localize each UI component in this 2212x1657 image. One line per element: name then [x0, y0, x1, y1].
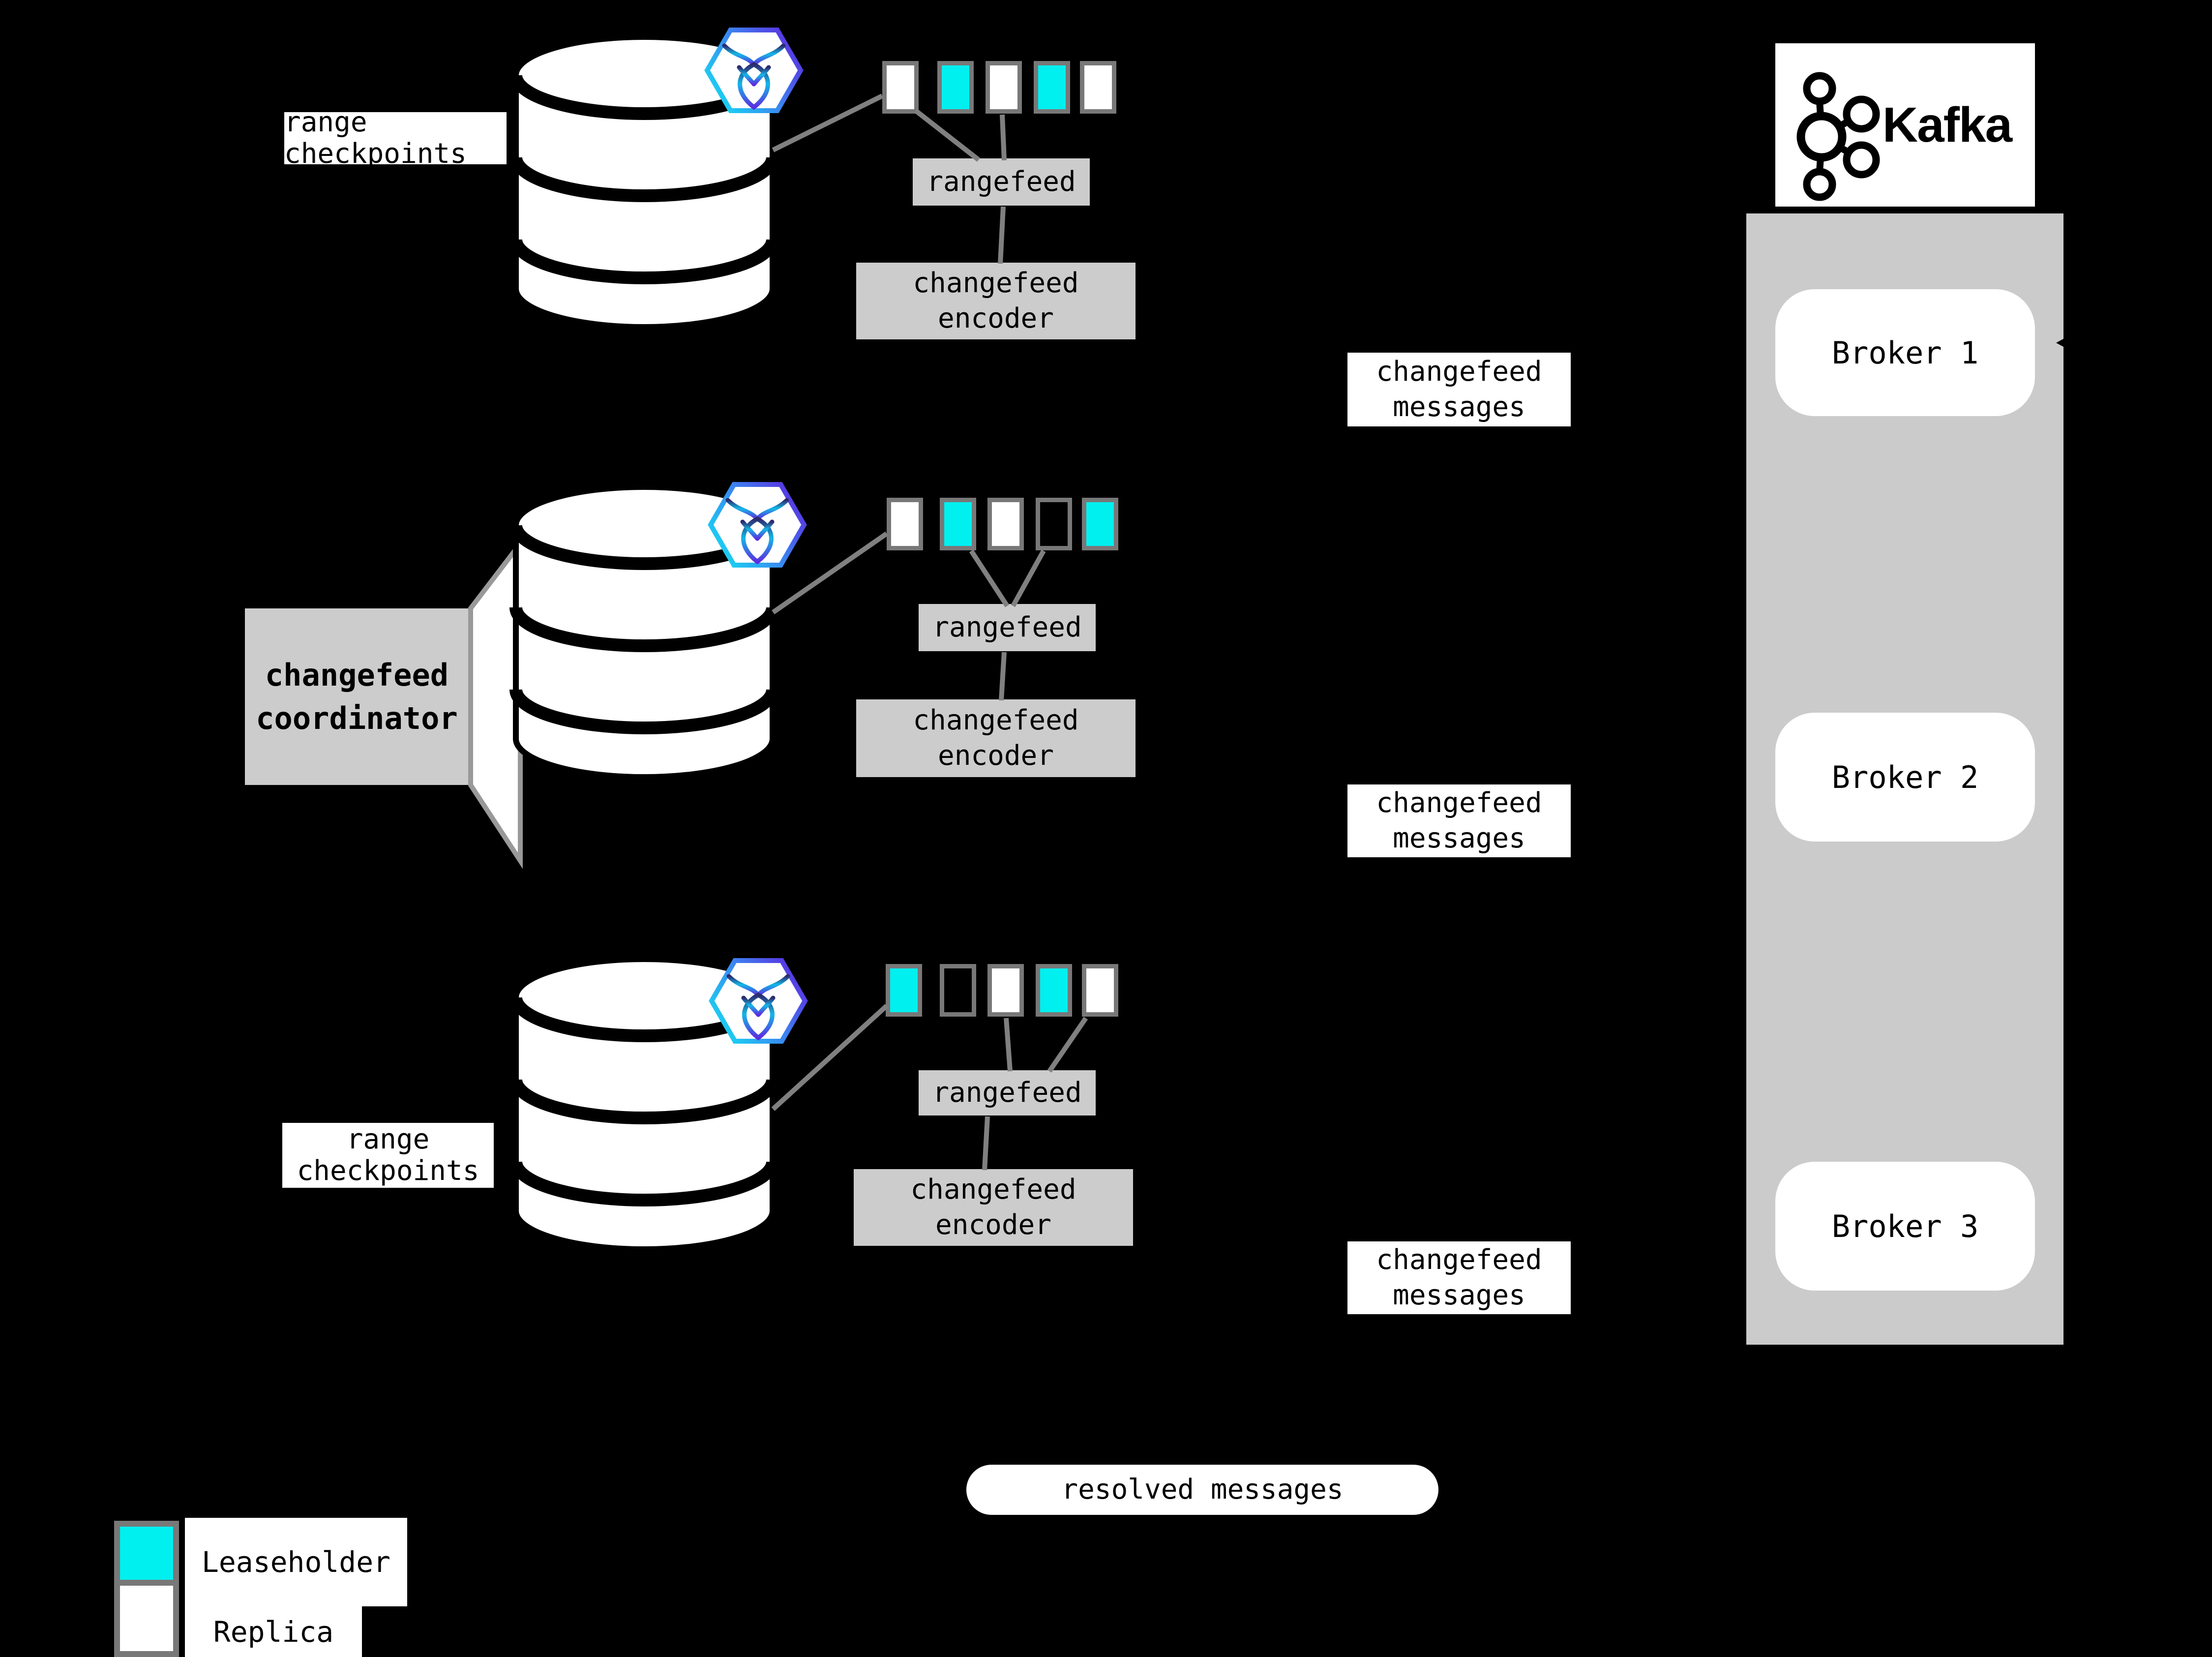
changefeed-encoder-box-node2: changefeed encoder — [856, 699, 1136, 777]
legend-leaseholder-swatch — [114, 1521, 179, 1586]
node2-range-square-1 — [887, 498, 923, 550]
kafka-header-box: Kafka — [1775, 43, 2035, 207]
messages-line2: messages — [1393, 1279, 1525, 1311]
range-checkpoints-line1: range — [346, 1123, 430, 1155]
node1-range-square-5 — [1080, 61, 1116, 114]
changefeed-encoder-box-node1: changefeed encoder — [856, 263, 1136, 339]
node2-range-square-3 — [987, 498, 1024, 550]
node3-range-square-4 — [1036, 964, 1072, 1017]
node3-range-square-2 — [940, 964, 976, 1017]
node3-range-square-3 — [987, 964, 1024, 1017]
range-checkpoints-line2: checkpoints — [284, 138, 467, 165]
messages-line2: messages — [1393, 391, 1525, 423]
changefeed-messages-label-3: changefeed messages — [1347, 1241, 1571, 1314]
legend-replica-label: Replica — [185, 1606, 362, 1657]
broker-1-label: Broker 1 — [1831, 334, 1979, 371]
node1-range-square-4 — [1034, 61, 1070, 114]
coordinator-line1: changefeed — [265, 657, 449, 693]
node1-range-square-1 — [882, 61, 919, 114]
legend-replica-swatch — [114, 1580, 179, 1657]
broker-3-label: Broker 3 — [1831, 1208, 1979, 1244]
node2-range-square-4 — [1036, 498, 1072, 550]
messages-line2: messages — [1393, 822, 1525, 854]
cockroachdb-badge-node1 — [704, 28, 804, 113]
node1-cylinder-icon — [509, 34, 779, 330]
node1-range-square-2 — [937, 61, 974, 114]
encoder-line2: encoder — [935, 1209, 1051, 1241]
node3-cylinder-icon — [509, 956, 779, 1252]
encoder-line2: encoder — [937, 740, 1054, 772]
node-1-label: Node 1 — [579, 127, 710, 168]
cockroachdb-badge-node3 — [709, 958, 808, 1044]
range-checkpoints-line1: range — [284, 112, 367, 138]
range-checkpoints-line2: checkpoints — [297, 1155, 479, 1187]
cockroachdb-badge-node2 — [708, 482, 807, 568]
node1-range-square-3 — [986, 61, 1022, 114]
rangefeed-label-node1: rangefeed — [913, 158, 1090, 206]
coordinator-ribbon — [468, 536, 523, 869]
changefeed-messages-label-1: changefeed messages — [1347, 353, 1571, 426]
messages-line1: changefeed — [1376, 787, 1542, 819]
messages-line1: changefeed — [1376, 1244, 1542, 1276]
node-3-label: Node 3 — [579, 1051, 710, 1091]
range-checkpoints-label-node3: range checkpoints — [282, 1123, 494, 1188]
messages-line1: changefeed — [1376, 356, 1542, 388]
node3-range-square-1 — [886, 964, 922, 1017]
rangefeed-label-node3: rangefeed — [919, 1070, 1096, 1115]
node2-cylinder-icon — [509, 484, 779, 780]
kafka-title: Kafka — [1882, 97, 2012, 152]
resolved-messages-pill: resolved messages — [966, 1465, 1438, 1515]
legend-leaseholder-label: Leaseholder — [185, 1518, 407, 1606]
node-2-label: Node 2 — [579, 587, 710, 627]
encoder-line1: changefeed — [910, 1174, 1076, 1205]
rangefeed-label-node2: rangefeed — [919, 604, 1096, 651]
broker-3-box: Broker 3 — [1775, 1162, 2035, 1291]
broker-2-label: Broker 2 — [1831, 759, 1979, 795]
broker-2-box: Broker 2 — [1775, 713, 2035, 842]
encoder-line2: encoder — [937, 302, 1054, 334]
broker-1-box: Broker 1 — [1775, 289, 2035, 416]
encoder-line1: changefeed — [913, 267, 1079, 299]
range-checkpoints-label-node1: range checkpoints — [284, 112, 507, 164]
changefeed-messages-label-2: changefeed messages — [1347, 784, 1571, 857]
coordinator-line2: coordinator — [256, 700, 458, 736]
node3-range-square-5 — [1082, 964, 1118, 1017]
changefeed-coordinator-box: changefeed coordinator — [245, 608, 469, 785]
node2-range-square-5 — [1082, 498, 1118, 550]
changefeed-encoder-box-node3: changefeed encoder — [854, 1169, 1133, 1246]
encoder-line1: changefeed — [913, 704, 1079, 736]
node2-range-square-2 — [940, 498, 976, 550]
